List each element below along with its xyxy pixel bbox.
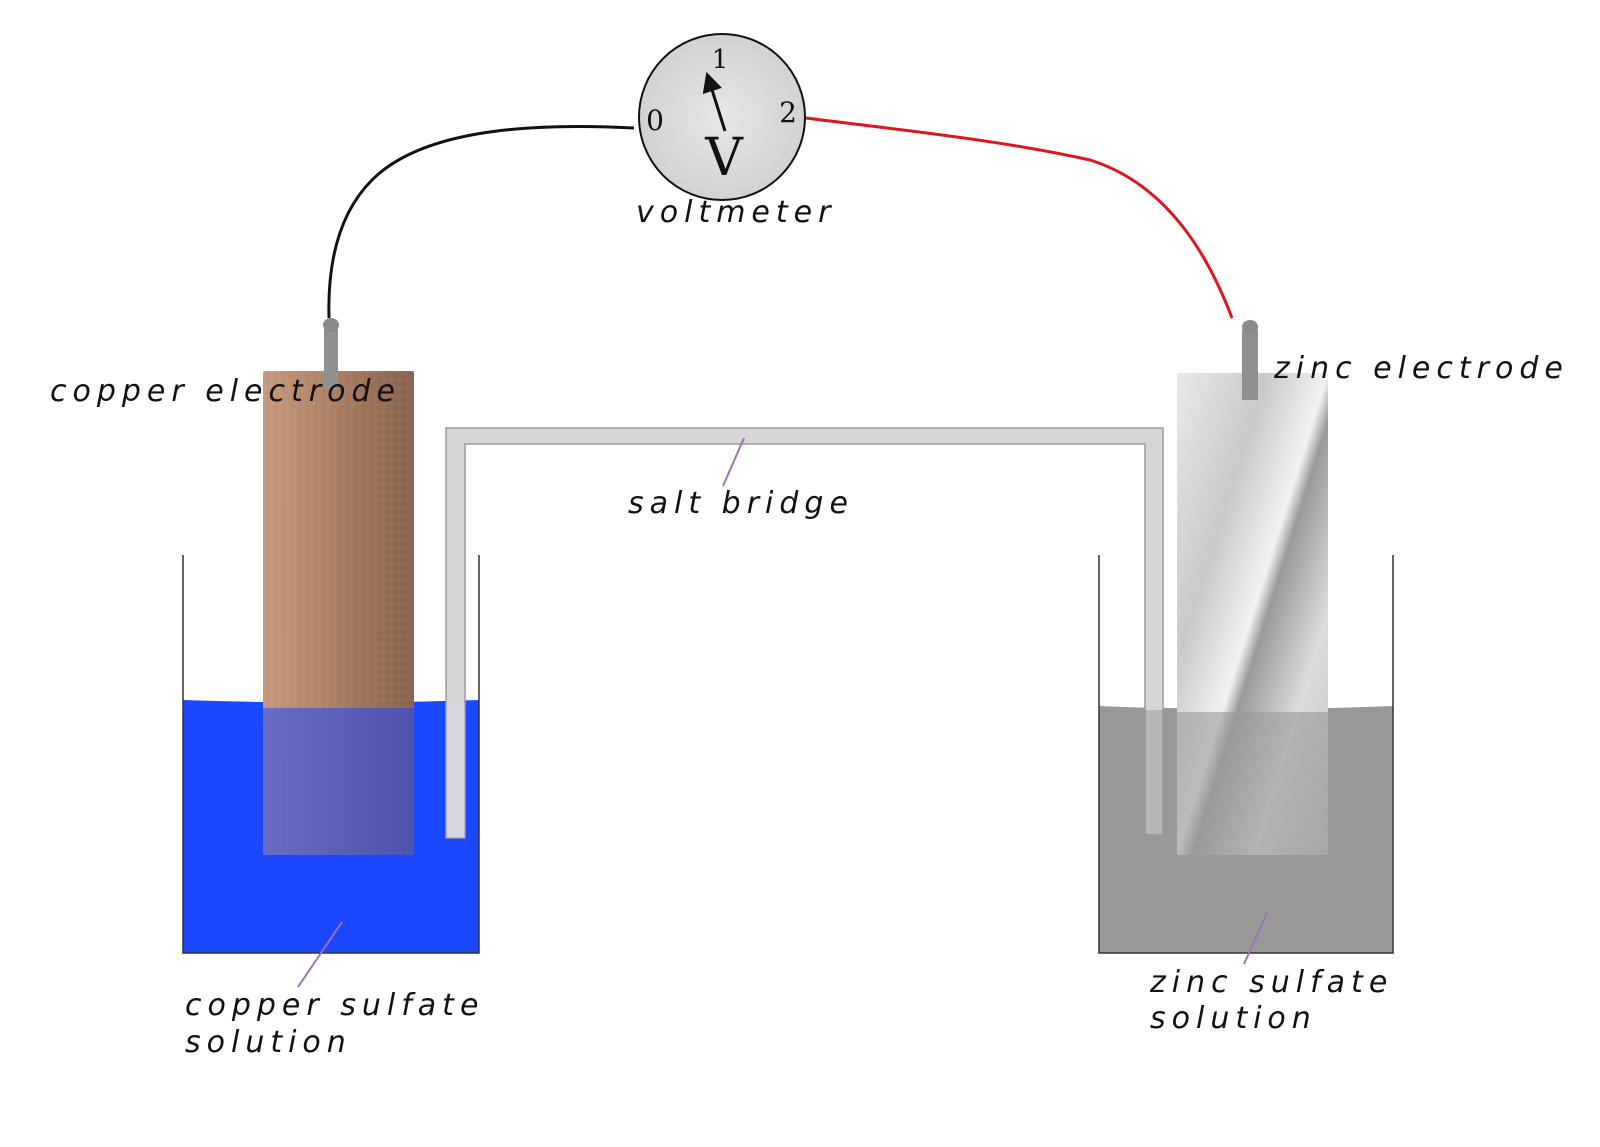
salt-bridge-tube <box>445 427 1164 839</box>
copper-solution-leader <box>297 921 343 988</box>
zinc-terminal <box>1242 330 1258 400</box>
zinc-electrode-label: zinc electrode <box>1273 351 1569 386</box>
zinc-solution-label-line1: zinc sulfate <box>1149 965 1393 1000</box>
zinc-electrode-submerged <box>1177 712 1328 855</box>
voltmeter-tick-1: 1 <box>712 45 729 75</box>
copper-terminal <box>324 328 338 390</box>
zinc-solution-label-line2: solution <box>1150 1001 1317 1036</box>
zinc-terminal-cap <box>1242 320 1258 334</box>
wire-positive <box>805 116 1234 319</box>
copper-beaker-outline <box>182 555 480 954</box>
voltmeter-symbol: V <box>704 128 744 188</box>
wire-negative <box>327 124 635 319</box>
voltmeter-needle-tip <box>702 71 722 94</box>
voltmeter-label: voltmeter <box>636 195 836 230</box>
voltmeter-tick-0: 0 <box>646 104 664 137</box>
salt-bridge-label: salt bridge <box>628 486 854 521</box>
copper-solution-label-line1: copper sulfate <box>185 988 484 1023</box>
salt-bridge-leader <box>722 437 745 487</box>
salt-bridge-left-leg-submerged <box>446 705 465 838</box>
zinc-beaker-outline <box>1098 555 1394 954</box>
copper-electrode-label: copper electrode <box>50 374 401 409</box>
salt-bridge-right-leg-submerged <box>1145 710 1163 835</box>
copper-electrode <box>263 318 414 855</box>
copper-electrode-submerged <box>263 708 414 855</box>
voltmeter: 0 1 2 V <box>638 33 806 201</box>
zinc-solution-leader <box>1243 912 1268 965</box>
copper-terminal-cap <box>323 318 339 332</box>
copper-solution-label-line2: solution <box>185 1025 352 1060</box>
zinc-electrode <box>1177 320 1328 855</box>
salt-bridge <box>445 427 1164 839</box>
voltmeter-tick-2: 2 <box>779 96 797 129</box>
